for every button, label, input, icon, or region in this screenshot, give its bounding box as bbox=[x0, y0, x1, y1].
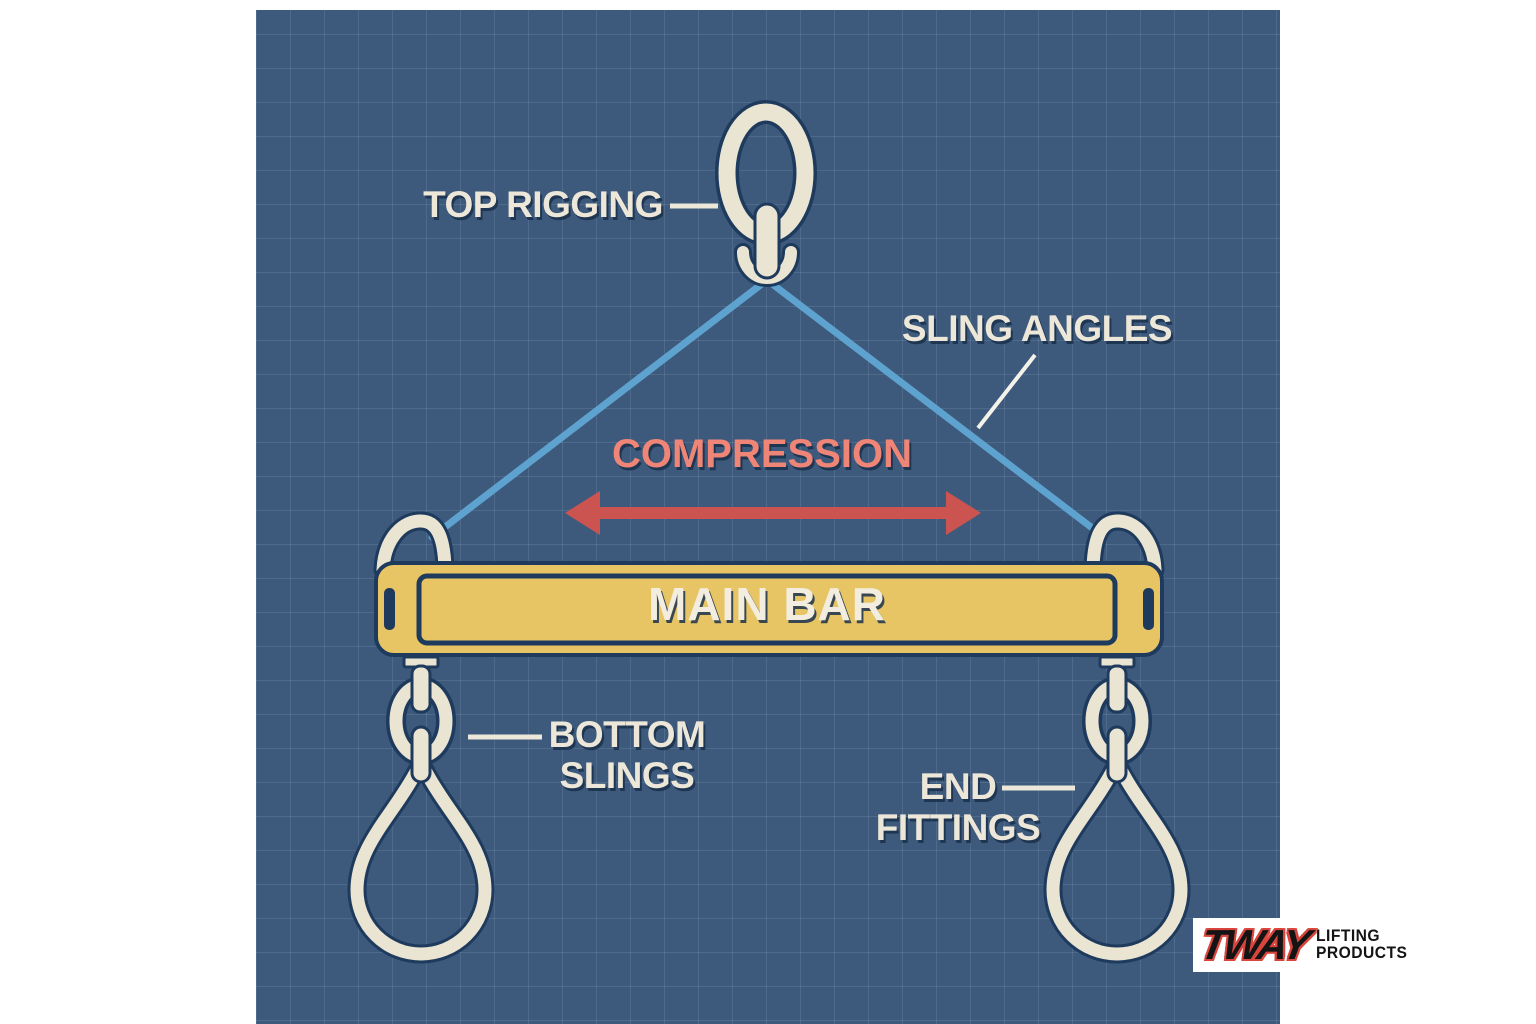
bottom-slings-label: BOTTOM SLINGS bbox=[548, 714, 706, 796]
sling-line-right bbox=[763, 276, 1108, 541]
bottom-sling-left-icon bbox=[347, 655, 495, 964]
top-white-margin bbox=[0, 0, 1536, 10]
bar-slot-left bbox=[384, 588, 395, 630]
bar-slot-right bbox=[1143, 588, 1154, 630]
sling-lines bbox=[428, 276, 1108, 541]
top-rigging-label: TOP RIGGING bbox=[423, 184, 663, 225]
main-bar-shape bbox=[374, 561, 1164, 657]
tway-logo-line1: LIFTING bbox=[1316, 926, 1381, 945]
main-bar-label: MAIN BAR bbox=[648, 578, 886, 630]
sling-line-left bbox=[428, 276, 771, 541]
end-hook-left-icon bbox=[373, 511, 455, 580]
compression-label: COMPRESSION bbox=[611, 432, 913, 476]
end-fittings-label: END FITTINGS bbox=[875, 766, 1041, 848]
sling-angles-label: SLING ANGLES bbox=[901, 308, 1173, 349]
sling-angles-pointer-line bbox=[976, 353, 1037, 430]
compression-arrow-icon bbox=[565, 491, 981, 535]
tway-logo-tagline: LIFTING PRODUCTS bbox=[1316, 927, 1415, 961]
callout-lines bbox=[468, 203, 1075, 791]
end-hook-right-icon bbox=[1083, 511, 1165, 580]
tway-logo: TWAY LIFTING PRODUCTS bbox=[1193, 918, 1433, 972]
tway-logo-line2: PRODUCTS bbox=[1316, 943, 1408, 962]
connector-link-icon bbox=[734, 202, 800, 287]
tway-logo-wordmark: TWAY bbox=[1196, 921, 1312, 968]
bottom-sling-right-icon bbox=[1043, 655, 1191, 964]
